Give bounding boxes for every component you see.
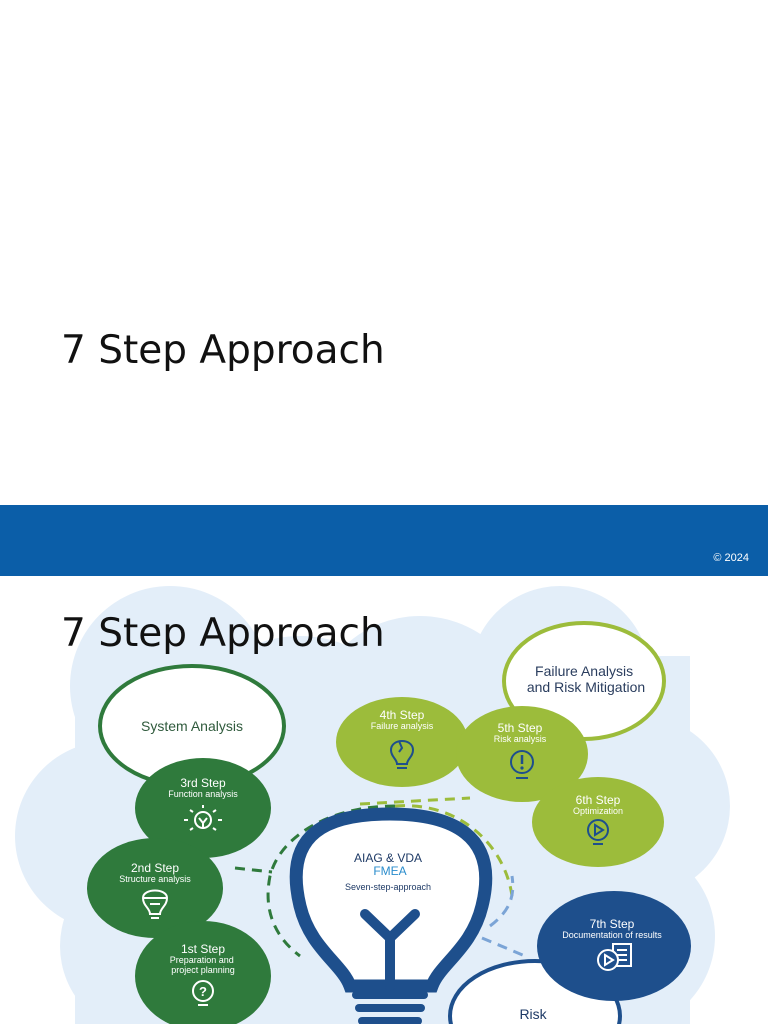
step-1-node: 1st Step Preparation and project plannin… [135, 921, 271, 1024]
step-3-node: 3rd Step Function analysis [135, 758, 271, 858]
step-7-node: 7th Step Documentation of results [537, 891, 691, 1001]
step-6-title: 6th Step [576, 793, 621, 807]
svg-text:Risk Communication: Risk Communication [486, 1006, 583, 1024]
svg-text:Failure Analysis and R: Failure Analysis and Risk Mitigation [527, 663, 645, 695]
step-7-title: 7th Step [590, 917, 635, 931]
central-bulb: AIAG & VDA FMEA Seven-step-approach [289, 807, 493, 1024]
step-7-desc: Documentation of results [562, 930, 662, 940]
step-2-node: 2nd Step Structure analysis [87, 838, 223, 938]
system-analysis-label: System Analysis [141, 718, 243, 734]
system-analysis-group: System Analysis [98, 664, 286, 788]
title-slide: 7 Step Approach © 2024 [0, 328, 768, 576]
question-icon: ? [192, 980, 214, 1006]
risk-communication-label-1: Risk [519, 1006, 547, 1022]
dashed-connectors [234, 796, 526, 958]
document-play-icon [597, 943, 632, 971]
step-4-title: 4th Step [380, 708, 425, 722]
step-1-desc-2: project planning [171, 965, 235, 975]
failure-analysis-label-1: Failure Analysis [535, 663, 633, 679]
step-3-title: 3rd Step [180, 776, 226, 790]
bulb-crack-icon [389, 740, 415, 769]
step-4-node: 4th Step Failure analysis [336, 697, 468, 787]
failure-analysis-label-2: and Risk Mitigation [527, 679, 645, 695]
play-bulb-icon [587, 819, 609, 845]
step-3-desc: Function analysis [168, 789, 238, 799]
copyright-text: © 2024 [713, 552, 749, 564]
bulb-rays-icon [184, 805, 222, 831]
center-line3: Seven-step-approach [345, 882, 431, 892]
step-1-desc-1: Preparation and [170, 955, 234, 965]
slide-title-2: 7 Step Approach [61, 611, 385, 656]
step-1-title: 1st Step [181, 942, 225, 956]
step-5-desc: Risk analysis [494, 734, 547, 744]
fmea-diagram: System Analysis Failure Analysis and Ris… [15, 586, 730, 1024]
step-4-desc: Failure analysis [371, 721, 434, 731]
center-line1: AIAG & VDA [354, 851, 422, 865]
center-line2: FMEA [373, 864, 406, 878]
step-6-desc: Optimization [573, 806, 623, 816]
svg-text:?: ? [199, 984, 207, 999]
step-2-desc: Structure analysis [119, 874, 191, 884]
step-2-title: 2nd Step [131, 861, 179, 875]
svg-text:Preparation and projec: Preparation and project planning [170, 955, 237, 975]
footer-band: © 2024 [0, 505, 768, 576]
bulb-structure-icon [141, 889, 169, 919]
step-6-node: 6th Step Optimization [532, 777, 664, 867]
step-5-title: 5th Step [498, 721, 543, 735]
exclamation-icon [510, 750, 534, 779]
slide-title: 7 Step Approach [61, 328, 385, 373]
step-5-node: 5th Step Risk analysis [456, 706, 588, 802]
content-slide: 7 Step Approach System Analys [0, 576, 768, 1024]
